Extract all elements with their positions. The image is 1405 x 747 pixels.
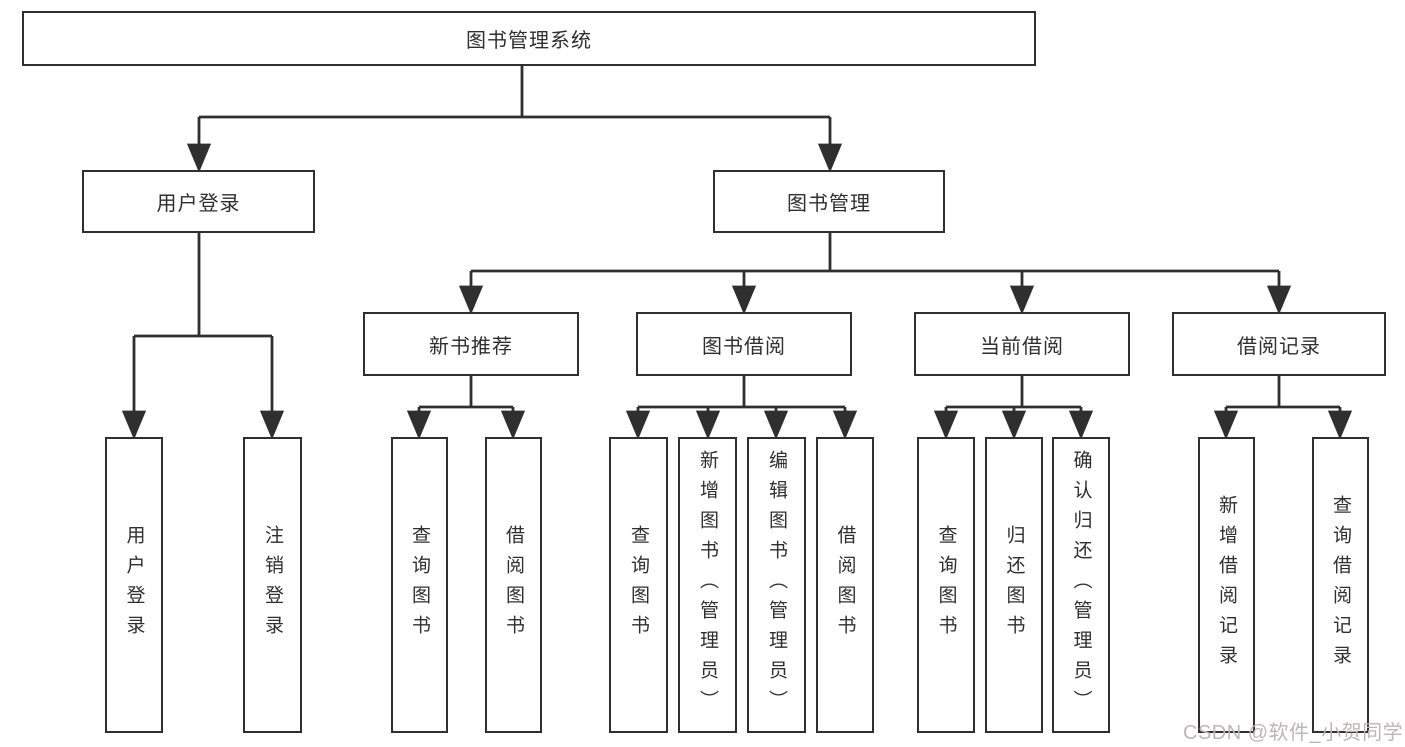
- node-current-borrow-label: 当前借阅: [980, 335, 1064, 358]
- leaf-query-books-borrow-label: 查询图书: [628, 525, 649, 645]
- leaf-query-borrow-record-label: 查询借阅记录: [1330, 495, 1351, 675]
- leaf-add-book-admin: 新增图书（管理员）: [678, 437, 737, 733]
- leaf-query-books-current: 查询图书: [917, 437, 975, 733]
- node-root-label: 图书管理系统: [466, 30, 592, 52]
- arrow-down-icon: [1001, 410, 1027, 440]
- leaf-logout: 注销登录: [243, 437, 302, 733]
- connector-root-to-level2: [186, 66, 843, 173]
- connector-borrowrecord-to-leaves: [1213, 376, 1353, 440]
- leaf-confirm-return-admin-label: 确认归还（管理员）: [1070, 450, 1092, 720]
- node-user-login-label: 用户登录: [156, 193, 241, 215]
- connector-bookmgmt-to-level3: [458, 233, 1292, 315]
- arrow-down-icon: [259, 410, 285, 440]
- node-book-management: 图书管理: [713, 170, 945, 233]
- leaf-confirm-return-admin: 确认归还（管理员）: [1052, 437, 1110, 733]
- arrow-down-icon: [406, 410, 432, 440]
- node-borrow-record-label: 借阅记录: [1237, 335, 1321, 358]
- node-new-book-recommend-label: 新书推荐: [429, 335, 513, 358]
- arrow-down-icon: [1327, 410, 1353, 440]
- leaf-logout-label: 注销登录: [262, 525, 283, 645]
- arrow-down-icon: [933, 410, 959, 440]
- leaf-query-books-newbook-label: 查询图书: [409, 525, 430, 645]
- connector-bookborrow-to-leaves: [625, 376, 858, 440]
- leaf-borrow-books-newbook-label: 借阅图书: [503, 525, 524, 645]
- leaf-add-borrow-record: 新增借阅记录: [1198, 437, 1255, 733]
- node-book-borrow: 图书借阅: [636, 312, 852, 376]
- arrow-down-icon: [763, 410, 789, 440]
- arrow-down-icon: [186, 143, 212, 173]
- arrow-down-icon: [1068, 410, 1094, 440]
- leaf-edit-book-admin: 编辑图书（管理员）: [747, 437, 806, 733]
- leaf-return-book-label: 归还图书: [1003, 525, 1025, 645]
- connector-userlogin-to-leaves: [121, 233, 285, 440]
- leaf-borrow-books-borrow-label: 借阅图书: [834, 525, 856, 645]
- arrow-down-icon: [625, 410, 651, 440]
- arrow-down-icon: [458, 285, 484, 315]
- leaf-query-borrow-record: 查询借阅记录: [1312, 437, 1369, 733]
- watermark: CSDN @软件_小贺同学: [1183, 722, 1404, 744]
- arrow-down-icon: [731, 285, 757, 315]
- connector-newbook-to-leaves: [406, 376, 526, 440]
- leaf-edit-book-admin-label: 编辑图书（管理员）: [766, 450, 787, 720]
- arrow-down-icon: [695, 410, 721, 440]
- connector-currentborrow-to-leaves: [933, 376, 1094, 440]
- node-new-book-recommend: 新书推荐: [363, 312, 579, 376]
- node-book-borrow-label: 图书借阅: [702, 335, 786, 358]
- arrow-down-icon: [832, 410, 858, 440]
- leaf-return-book: 归还图书: [985, 437, 1043, 733]
- leaf-borrow-books-newbook: 借阅图书: [485, 437, 542, 733]
- leaf-add-book-admin-label: 新增图书（管理员）: [697, 450, 718, 720]
- arrow-down-icon: [1009, 285, 1035, 315]
- arrow-down-icon: [500, 410, 526, 440]
- leaf-borrow-books-borrow: 借阅图书: [816, 437, 874, 733]
- node-root: 图书管理系统: [22, 11, 1036, 66]
- arrow-down-icon: [121, 410, 147, 440]
- arrow-down-icon: [1266, 285, 1292, 315]
- node-user-login: 用户登录: [82, 170, 315, 233]
- node-book-management-label: 图书管理: [787, 193, 871, 215]
- arrow-down-icon: [1213, 410, 1239, 440]
- leaf-query-books-borrow: 查询图书: [609, 437, 668, 733]
- leaf-add-borrow-record-label: 新增借阅记录: [1216, 495, 1237, 675]
- node-borrow-record: 借阅记录: [1172, 312, 1386, 376]
- leaf-query-books-current-label: 查询图书: [935, 525, 957, 645]
- node-current-borrow: 当前借阅: [914, 312, 1130, 376]
- leaf-query-books-newbook: 查询图书: [391, 437, 448, 733]
- arrow-down-icon: [817, 143, 843, 173]
- leaf-user-login-label: 用户登录: [123, 525, 145, 645]
- leaf-user-login: 用户登录: [105, 437, 163, 733]
